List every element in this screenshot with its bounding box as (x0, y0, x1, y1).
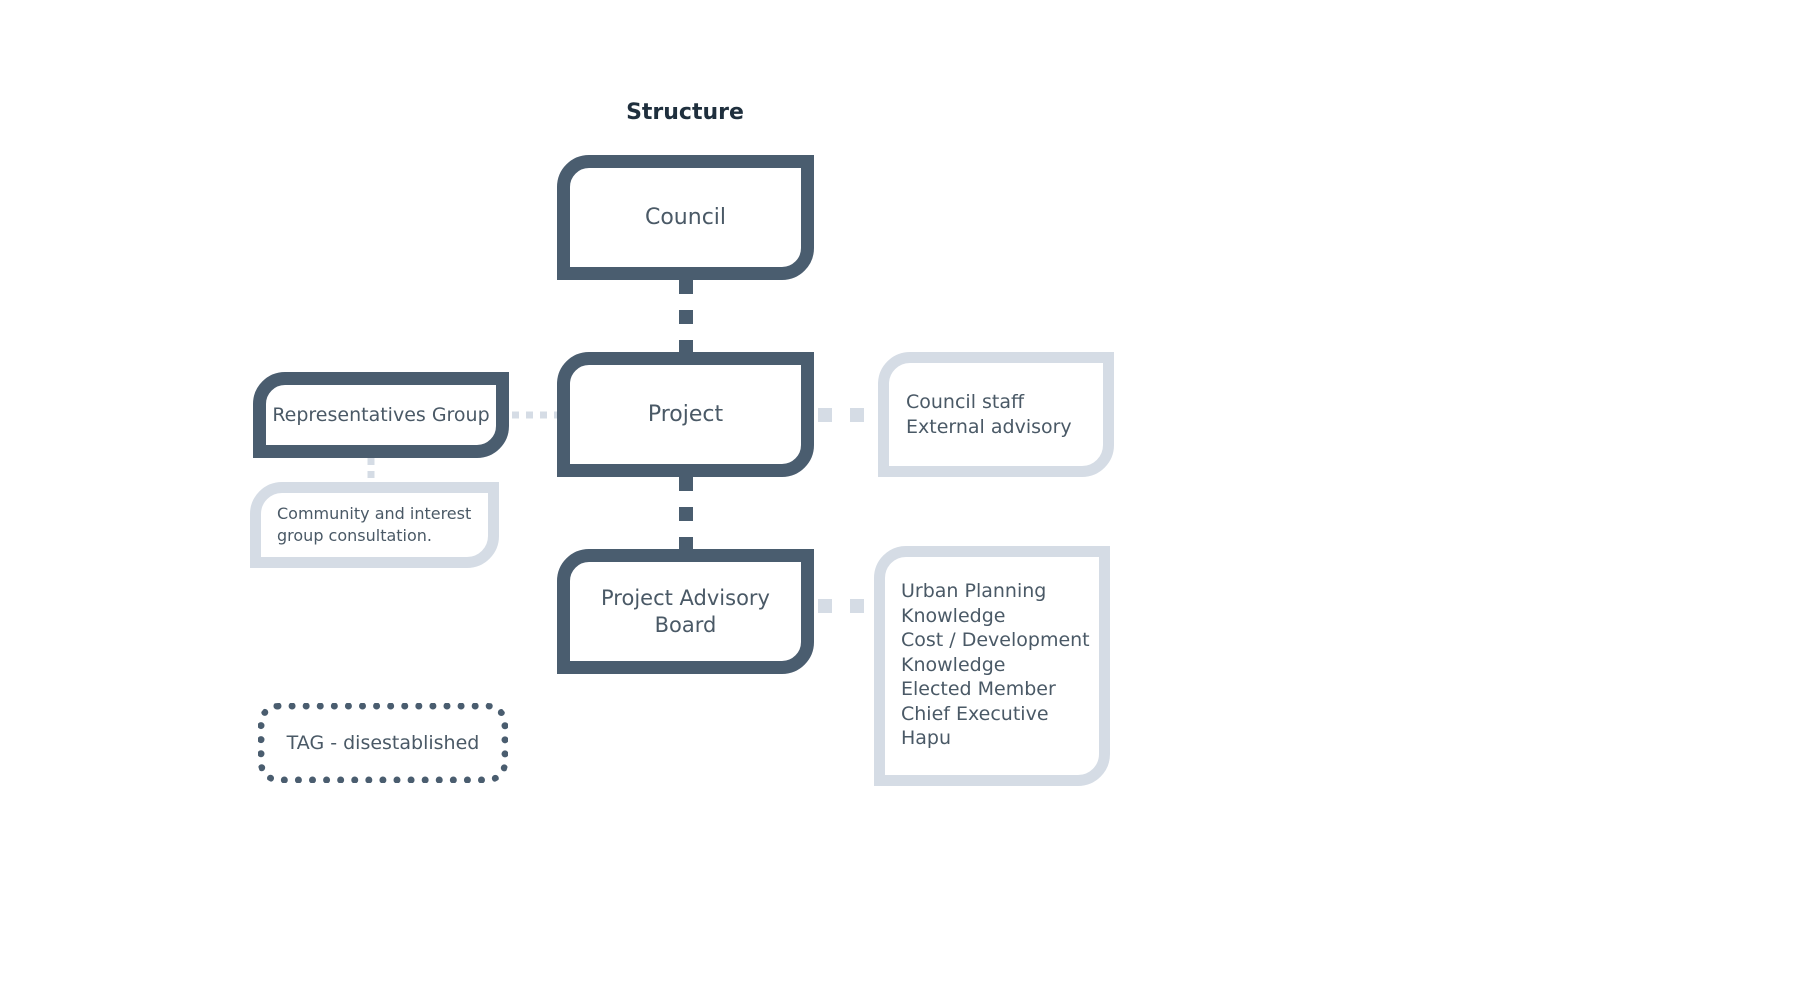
node-project-advisory-board: Project Advisory Board (557, 549, 814, 674)
node-rep-label: Representatives Group (272, 404, 490, 426)
diagram-title: Structure (626, 100, 744, 125)
node-project: Project (557, 352, 814, 477)
node-staff-label: Council staff External advisory (906, 390, 1072, 438)
node-project-label: Project (647, 402, 724, 427)
node-experts-label: Urban Planning Knowledge Cost / Developm… (901, 580, 1090, 749)
node-community-consultation: Community and interest group consultatio… (250, 482, 499, 568)
node-advisory-members: Urban Planning Knowledge Cost / Developm… (874, 546, 1110, 786)
node-council: Council (557, 155, 814, 280)
node-tag-label: TAG - disestablished (286, 732, 480, 754)
node-representatives-group: Representatives Group (253, 372, 509, 458)
node-tag: TAG - disestablished (258, 703, 508, 783)
node-pab-label: Project Advisory Board (601, 585, 770, 637)
node-council-staff: Council staff External advisory (878, 352, 1114, 477)
node-council-label: Council (644, 205, 727, 230)
node-community-label: Community and interest group consultatio… (277, 504, 472, 545)
